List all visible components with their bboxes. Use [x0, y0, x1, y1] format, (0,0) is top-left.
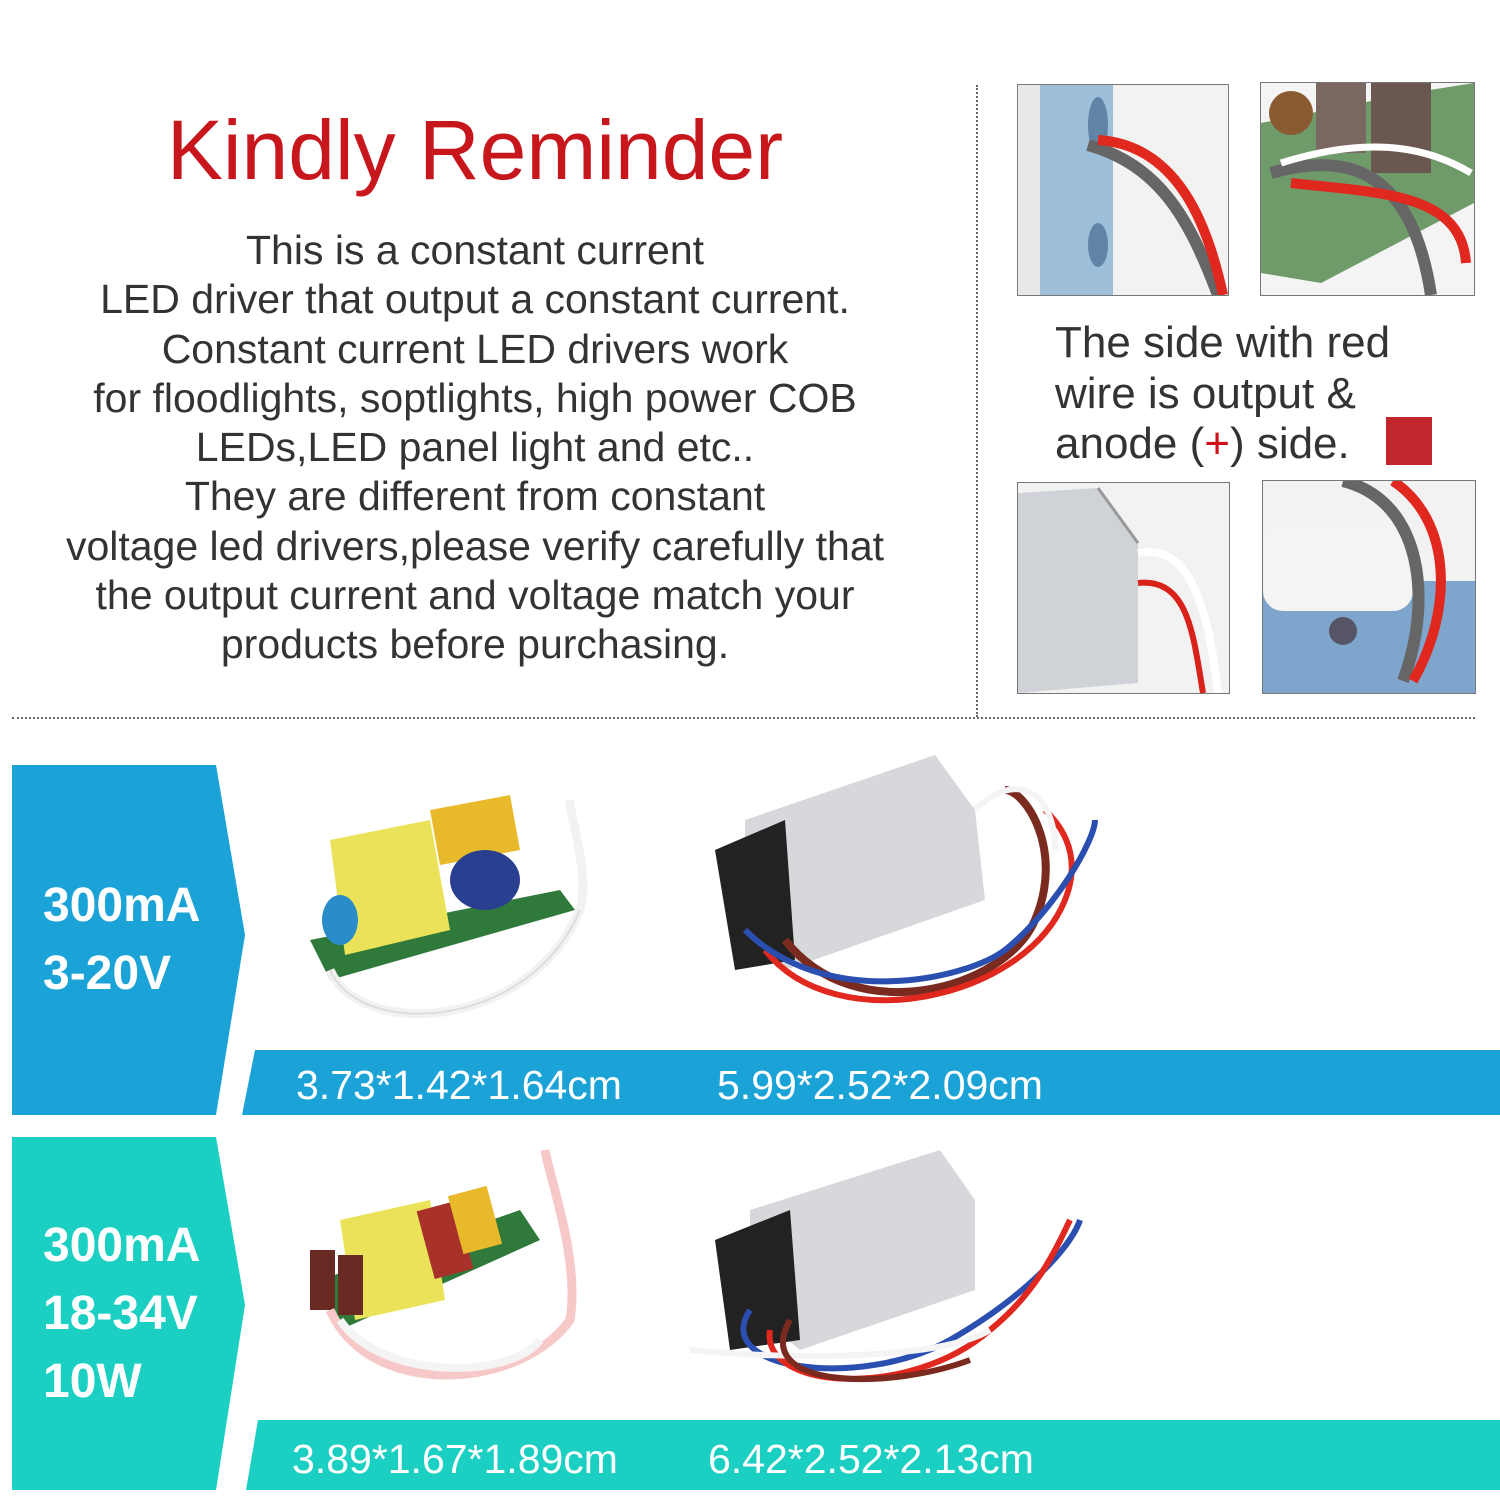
red-wire-swatch: [1386, 417, 1432, 465]
photo-aluminum-driver-wires: [1017, 482, 1230, 694]
polarity-line-1: The side with red: [1055, 318, 1391, 367]
spec-voltage: 3-20V: [43, 947, 172, 1000]
reminder-line: Constant current LED drivers work: [161, 325, 789, 372]
variant-1-size-waterproof: 5.99*2.52*2.09cm: [717, 1062, 1043, 1108]
variant-2-size-open: 3.89*1.67*1.89cm: [292, 1436, 618, 1482]
spec-power: 10W: [43, 1355, 142, 1408]
polarity-suffix: ) side.: [1229, 419, 1350, 468]
photo-blue-driver-wires: [1017, 84, 1229, 296]
variant-1-size-open: 3.73*1.42*1.64cm: [296, 1062, 622, 1108]
reminder-line: LEDs,LED panel light and etc..: [195, 424, 755, 471]
photo-blue-driver-closeup: [1262, 480, 1476, 694]
polarity-prefix: anode (: [1055, 419, 1205, 468]
variant-2-label-band: [12, 1137, 245, 1490]
spec-current: 300mA: [43, 879, 201, 932]
polarity-line-3: anode (+) side.: [1055, 419, 1390, 470]
product-waterproof-driver-1: [715, 755, 1098, 1004]
reminder-line: products before purchasing.: [220, 621, 730, 668]
reminder-line: for floodlights, soptlights, high power …: [93, 374, 857, 421]
plus-sign: +: [1204, 419, 1230, 468]
vertical-divider: [976, 85, 978, 717]
product-open-driver-1: [310, 795, 588, 1019]
reminder-line: the output current and voltage match you…: [95, 572, 855, 619]
reminder-line: LED driver that output a constant curren…: [100, 276, 850, 323]
variant-2-spec: 300mA 18-34V 10W: [43, 1212, 200, 1416]
spec-voltage: 18-34V: [43, 1287, 198, 1340]
reminder-line: voltage led drivers,please verify carefu…: [65, 522, 885, 569]
reminder-title: Kindly Reminder: [166, 103, 784, 197]
reminder-line: They are different from constant: [184, 473, 766, 520]
variant-2-size-waterproof: 6.42*2.52*2.13cm: [708, 1436, 1034, 1482]
variant-1-size-bar: [242, 1050, 1500, 1115]
polarity-note: The side with red wire is output & anode…: [1055, 318, 1390, 470]
product-waterproof-driver-2: [690, 1150, 1083, 1383]
polarity-line-2: wire is output &: [1055, 368, 1356, 418]
product-open-driver-2: [310, 1149, 577, 1380]
variant-1-spec: 300mA 3-20V: [43, 872, 200, 1008]
variant-2-size-bar: [246, 1420, 1500, 1490]
reminder-line: This is a constant current: [245, 227, 705, 273]
variant-1-label-band: [12, 765, 245, 1115]
spec-current: 300mA: [43, 1219, 201, 1272]
reminder-paragraph: This is a constant current LED driver th…: [0, 226, 950, 670]
horizontal-divider: [12, 717, 1475, 719]
photo-pcb-wires: [1260, 82, 1475, 296]
